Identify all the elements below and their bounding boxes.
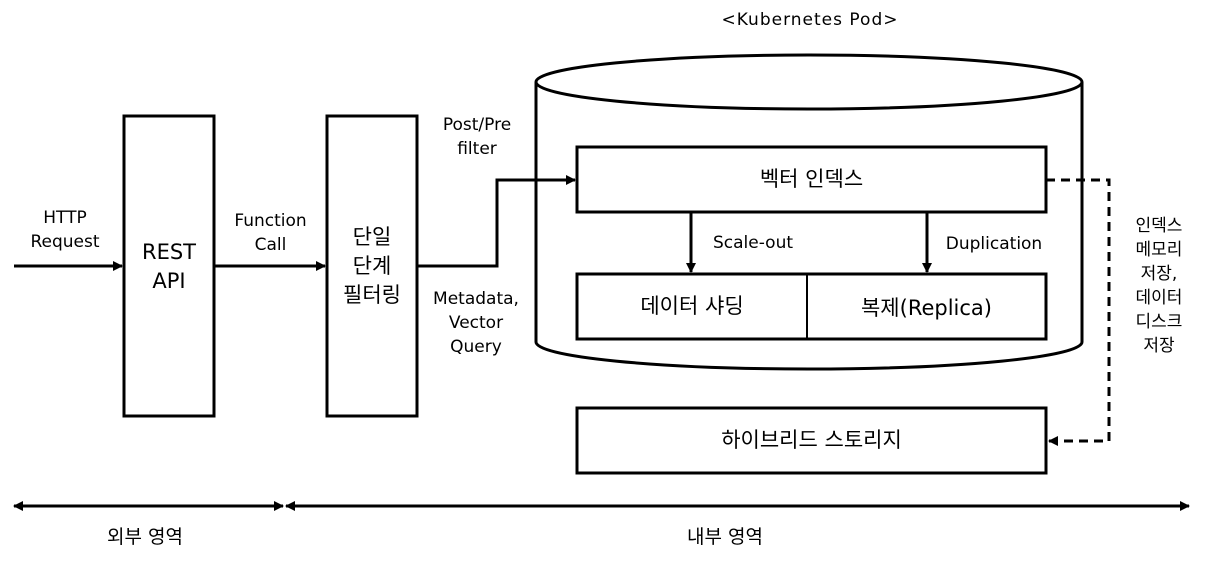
duplication-label: Duplication (945, 234, 1043, 254)
internal-area-label: 내부 영역 (687, 526, 763, 548)
index-to-storage-dashed-arrow (1046, 178, 1111, 446)
post-pre-filter-label: Post/Pre filter (442, 115, 512, 159)
index-storage-note: 인덱스 메모리 저장, 데이터 디스크 저장 (1135, 216, 1183, 356)
metadata-vector-query-label: Metadata, Vector Query (433, 289, 519, 357)
data-sharding-label: 데이터 샤딩 (640, 294, 744, 318)
scale-out-label: Scale-out (712, 233, 794, 253)
vector-index-box (575, 145, 1048, 214)
shard-replica-box (575, 272, 1048, 341)
function-call-label: Function Call (234, 211, 307, 255)
replica-label: 복제(Replica) (860, 296, 992, 320)
external-area-label: 외부 영역 (107, 526, 183, 548)
hybrid-storage-box (575, 406, 1048, 475)
http-request-label: HTTP Request (30, 208, 100, 252)
pod-title: <Kubernetes Pod> (721, 10, 899, 30)
pod-cylinder-top (534, 53, 1084, 111)
filter-to-index-arrow (417, 175, 576, 268)
rest-api-label: REST API (141, 240, 197, 293)
hybrid-storage-label: 하이브리드 스토리지 (721, 428, 902, 452)
filtering-label: 단일 단계 필터링 (343, 225, 401, 307)
rest-api-box (122, 114, 216, 418)
vector-index-label: 벡터 인덱스 (759, 167, 864, 191)
